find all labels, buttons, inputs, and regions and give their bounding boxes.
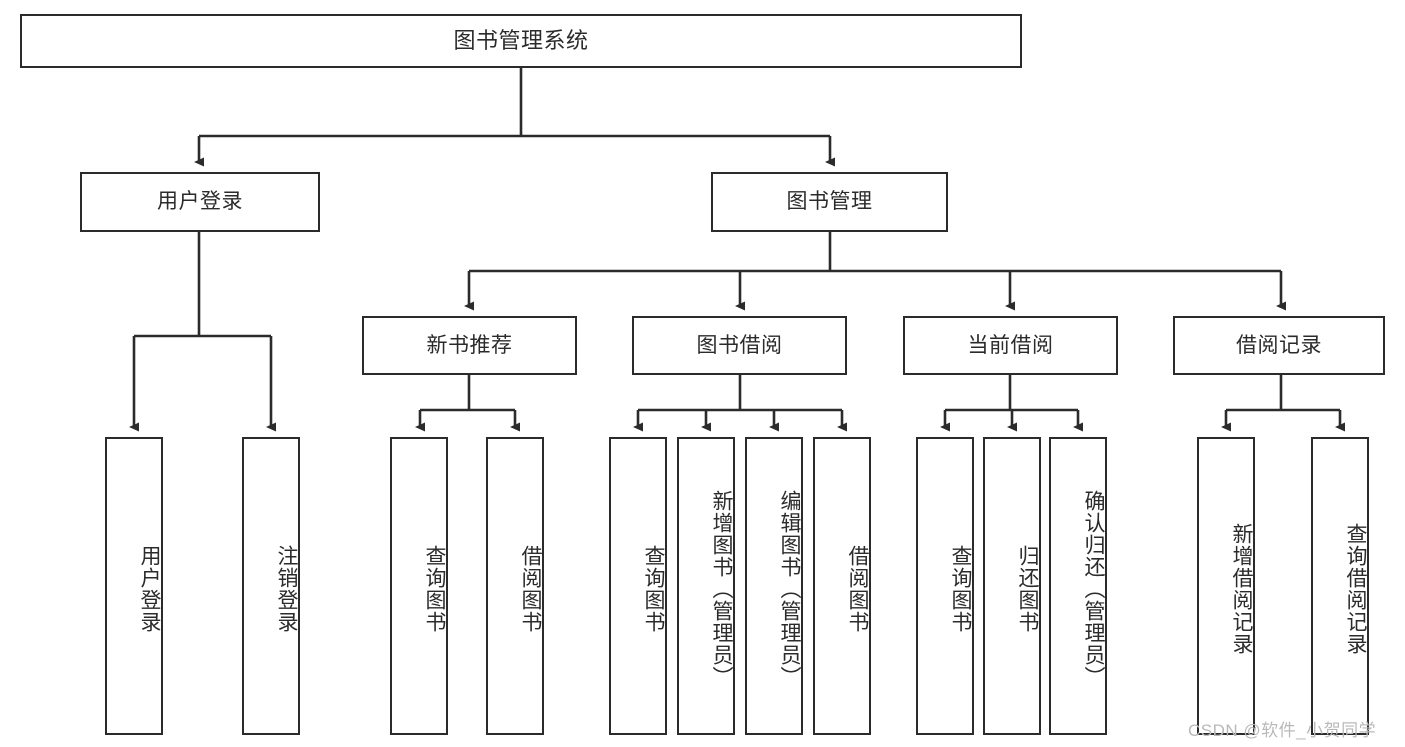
leaf-edit-book-admin[interactable]: 编辑图书（管理员） bbox=[745, 437, 803, 735]
node-borrow-records[interactable]: 借阅记录 bbox=[1173, 316, 1385, 375]
node-label: 用户登录 bbox=[138, 545, 161, 633]
leaf-confirm-return-admin[interactable]: 确认归还（管理员） bbox=[1049, 437, 1107, 735]
node-label: 确认归还（管理员） bbox=[1082, 490, 1105, 688]
node-label: 新增借阅记录 bbox=[1230, 523, 1253, 655]
node-label: 编辑图书（管理员） bbox=[778, 490, 801, 688]
node-book-management[interactable]: 图书管理 bbox=[711, 172, 948, 232]
leaf-query-borrow-record[interactable]: 查询借阅记录 bbox=[1311, 437, 1369, 735]
node-book-borrow[interactable]: 图书借阅 bbox=[632, 316, 847, 375]
node-label: 当前借阅 bbox=[967, 333, 1054, 357]
node-label: 借阅记录 bbox=[1236, 333, 1322, 357]
node-label: 查询图书 bbox=[423, 545, 446, 633]
leaf-query-book-new[interactable]: 查询图书 bbox=[390, 437, 448, 735]
leaf-return-book[interactable]: 归还图书 bbox=[983, 437, 1041, 735]
node-label: 图书管理系统 bbox=[453, 27, 589, 53]
node-label: 新书推荐 bbox=[426, 333, 513, 357]
leaf-logout[interactable]: 注销登录 bbox=[242, 437, 300, 735]
leaf-borrow-book-new[interactable]: 借阅图书 bbox=[486, 437, 544, 735]
node-label: 用户登录 bbox=[157, 190, 243, 214]
leaf-user-login[interactable]: 用户登录 bbox=[105, 437, 163, 735]
watermark-text: CSDN @软件_小贺同学 bbox=[1188, 721, 1377, 740]
leaf-add-book-admin[interactable]: 新增图书（管理员） bbox=[677, 437, 735, 735]
node-root-system[interactable]: 图书管理系统 bbox=[20, 14, 1022, 68]
node-label: 图书借阅 bbox=[696, 333, 783, 357]
node-label: 归还图书 bbox=[1016, 545, 1039, 633]
node-user-login[interactable]: 用户登录 bbox=[80, 172, 320, 232]
node-label: 图书管理 bbox=[786, 190, 873, 214]
node-label: 借阅图书 bbox=[846, 545, 869, 633]
leaf-query-book-current[interactable]: 查询图书 bbox=[916, 437, 974, 735]
node-label: 借阅图书 bbox=[519, 545, 542, 633]
node-new-book-recommend[interactable]: 新书推荐 bbox=[362, 316, 577, 375]
node-label: 查询图书 bbox=[949, 545, 972, 633]
node-label: 新增图书（管理员） bbox=[710, 490, 733, 688]
node-label: 查询借阅记录 bbox=[1344, 523, 1367, 655]
leaf-borrow-book[interactable]: 借阅图书 bbox=[813, 437, 871, 735]
node-current-borrow[interactable]: 当前借阅 bbox=[903, 316, 1118, 375]
node-label: 查询图书 bbox=[642, 545, 665, 633]
node-label: 注销登录 bbox=[275, 545, 298, 633]
leaf-query-book-borrow[interactable]: 查询图书 bbox=[609, 437, 667, 735]
leaf-add-borrow-record[interactable]: 新增借阅记录 bbox=[1197, 437, 1255, 735]
